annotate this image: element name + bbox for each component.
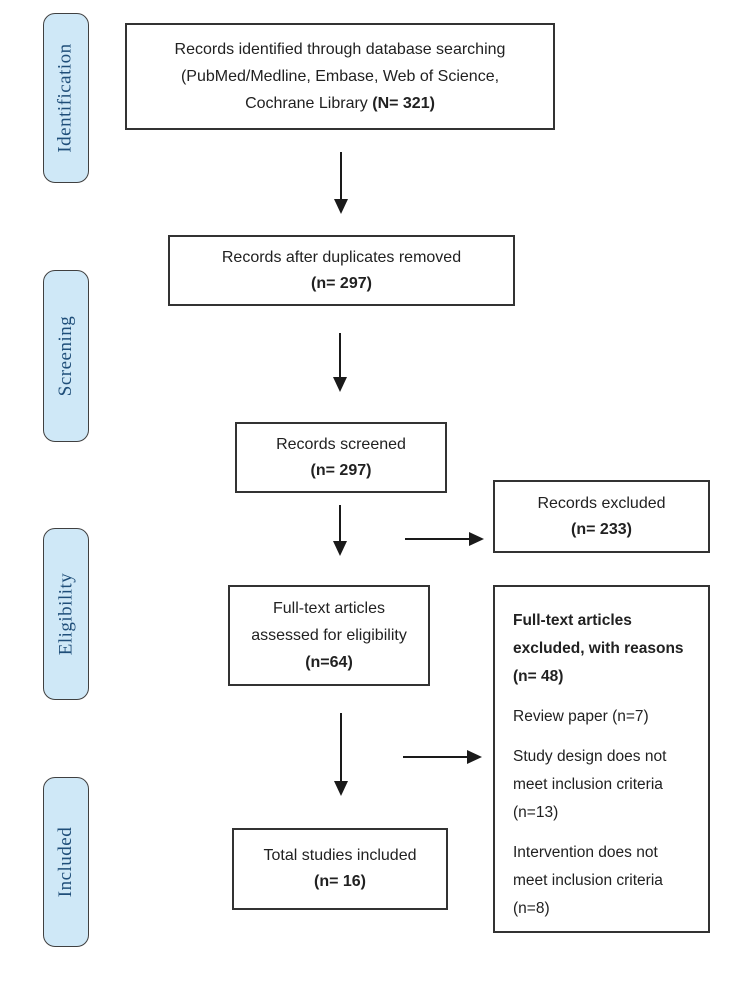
- exclusion-reason: Intervention does not meet inclusion cri…: [513, 844, 663, 917]
- arrow-deduplicated-to-screened: [333, 333, 347, 392]
- records-identified-line1: Records identified through database sear…: [174, 41, 506, 58]
- arrow-screened-to-fulltext: [333, 505, 347, 556]
- stage-eligibility: Eligibility: [43, 528, 89, 700]
- arrow-to-records-excluded: [405, 532, 484, 546]
- fulltext-assessed-count: (n=64): [305, 654, 353, 671]
- exclusion-reason: Review paper (n=7): [513, 708, 649, 725]
- records-screened-text: Records screened: [276, 435, 406, 453]
- arrow-to-fulltext-excluded: [403, 750, 482, 764]
- fulltext-assessed-line1: Full-text articles: [272, 600, 386, 617]
- studies-included-box: Total studies included (n= 16): [232, 828, 448, 910]
- duplicates-removed-text: Records after duplicates removed: [221, 248, 462, 266]
- studies-included-count: (n= 16): [313, 873, 366, 890]
- records-excluded-box: Records excluded (n= 233): [493, 480, 710, 553]
- arrow-fulltext-to-included: [334, 713, 348, 796]
- duplicates-removed-box: Records after duplicates removed (n= 297…: [168, 235, 515, 306]
- stage-screening: Screening: [43, 270, 89, 442]
- records-identified-box: Records identified through database sear…: [125, 23, 555, 130]
- fulltext-excluded-box: Full-text articles excluded, with reason…: [493, 585, 710, 933]
- records-screened-count: (n= 297): [310, 461, 372, 479]
- fulltext-assessed-line2: assessed for eligibility: [251, 627, 407, 644]
- records-screened-box: Records screened (n= 297): [235, 422, 447, 493]
- fulltext-excluded-heading: Full-text articles excluded, with reason…: [513, 612, 684, 685]
- exclusion-reason: Study design does not meet inclusion cri…: [513, 748, 667, 821]
- stage-screening-label: Screening: [55, 315, 77, 397]
- stage-eligibility-label: Eligibility: [55, 572, 76, 656]
- records-excluded-text: Records excluded: [537, 494, 666, 512]
- fulltext-assessed-box: Full-text articles assessed for eligibil…: [228, 585, 430, 686]
- arrow-identified-to-deduplicated: [334, 152, 348, 214]
- studies-included-text: Total studies included: [263, 847, 417, 864]
- stage-identification-label: Identification: [55, 43, 77, 153]
- records-excluded-count: (n= 233): [571, 520, 632, 538]
- records-identified-line3: Cochrane Library (N= 321): [245, 95, 435, 112]
- stage-included-label: Included: [55, 826, 77, 898]
- duplicates-removed-count: (n= 297): [311, 274, 372, 292]
- stage-identification: Identification: [43, 13, 89, 183]
- records-identified-line2: (PubMed/Medline, Embase, Web of Science,: [180, 68, 500, 85]
- stage-included: Included: [43, 777, 89, 947]
